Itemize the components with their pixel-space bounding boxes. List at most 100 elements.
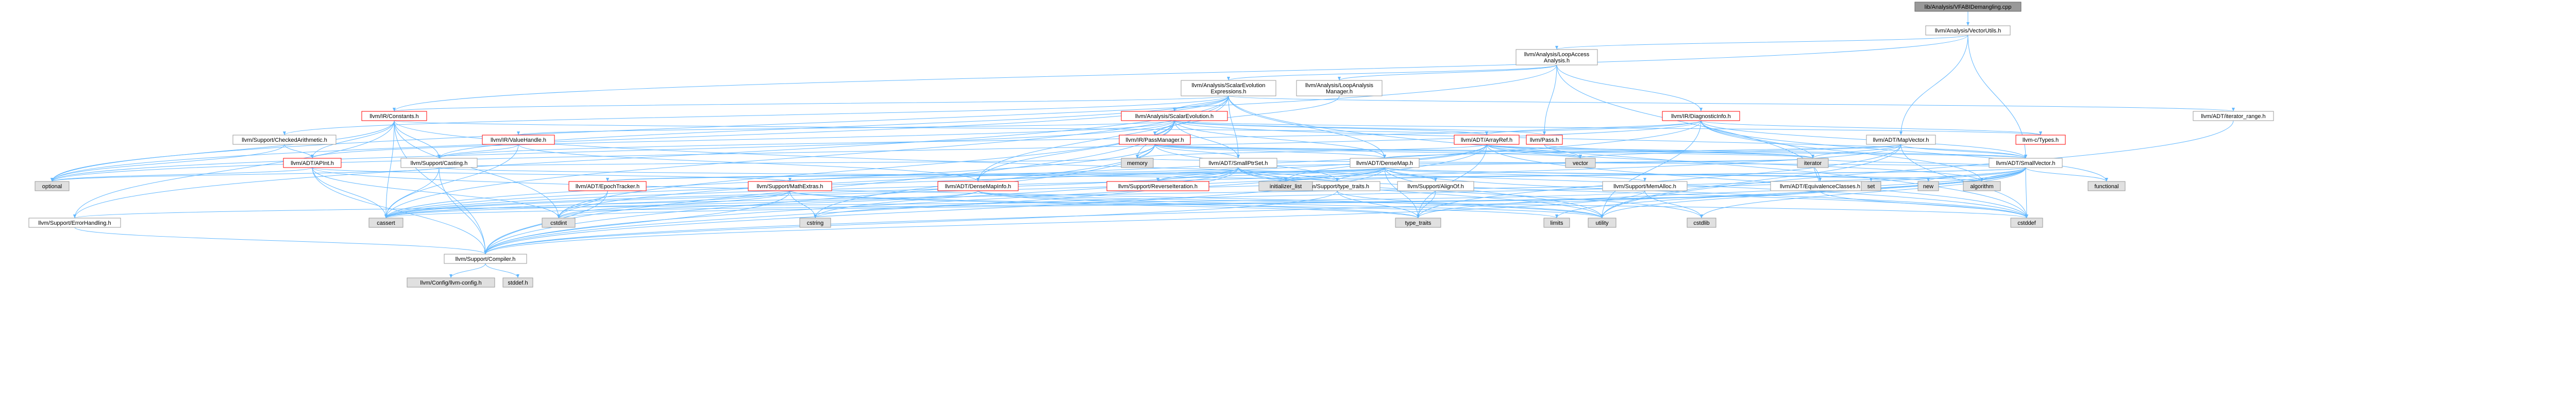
node-constants[interactable]: llvm/IR/Constants.h — [361, 111, 427, 121]
node-set: set — [1861, 181, 1881, 191]
edge-errorhandling-to-compiler — [74, 227, 486, 255]
node-eqclasses[interactable]: llvm/ADT/EquivalenceClasses.h — [1770, 181, 1870, 191]
node-cassert: cassert — [368, 218, 403, 228]
node-typetraitsstd: type_traits — [1395, 218, 1441, 228]
edge-arrowhead-scevexp-to-checkedarith — [283, 131, 286, 135]
edge-smallvector-to-limits — [1556, 167, 2026, 219]
node-label: llvm/Support/ErrorHandling.h — [38, 220, 111, 226]
node-smallvector[interactable]: llvm/ADT/SmallVector.h — [1989, 158, 2063, 168]
node-scev[interactable]: llvm/Analysis/ScalarEvolution.h — [1121, 111, 1228, 121]
node-label: llvm/Support/ReverseIteration.h — [1118, 184, 1198, 190]
edge-arrowhead-smallvector-to-initlist — [1284, 178, 1287, 181]
edge-scevexp-to-errorhandling — [74, 95, 1229, 219]
node-label: llvm/Analysis/ScalarEvolution — [1191, 82, 1265, 89]
node-label: llvm/ADT/ArrayRef.h — [1461, 137, 1512, 143]
edge-arrayref-to-cstddef — [1486, 144, 2027, 219]
node-ctypes[interactable]: llvm-c/Types.h — [2015, 135, 2066, 145]
edge-smallptrset-to-initlist — [1238, 167, 1286, 182]
edge-diaginfo-to-casting — [439, 120, 1702, 159]
node-vecutils[interactable]: llvm/Analysis/VectorUtils.h — [1925, 25, 2011, 36]
node-compiler[interactable]: llvm/Support/Compiler.h — [444, 254, 527, 264]
node-diaginfo[interactable]: llvm/IR/DiagnosticInfo.h — [1662, 111, 1740, 121]
node-algorithm: algorithm — [1963, 181, 2001, 191]
node-box — [1121, 158, 1154, 168]
edge-eqclasses-to-cstddef — [1820, 190, 2027, 219]
node-box — [361, 111, 427, 121]
node-box — [1602, 181, 1688, 191]
node-typetraits[interactable]: llvm/Support/type_traits.h — [1294, 181, 1380, 191]
node-layer: lib/Analysis/VFABIDemangling.cpp llvm/Ana… — [28, 2, 2274, 288]
edge-arrowhead-compiler-to-stddef — [516, 274, 519, 278]
node-reverseiter[interactable]: llvm/Support/ReverseIteration.h — [1106, 181, 1209, 191]
node-label: initializer_list — [1270, 184, 1302, 190]
edge-loopaccess-to-pass — [1544, 64, 1557, 136]
edge-scev-to-arrayref — [1174, 120, 1487, 136]
edge-mathextras-to-compiler — [485, 190, 790, 255]
node-mathextras[interactable]: llvm/Support/MathExtras.h — [748, 181, 832, 191]
node-label: llvm/Support/type_traits.h — [1305, 184, 1369, 190]
node-passmgr[interactable]: llvm/IR/PassManager.h — [1119, 135, 1191, 145]
node-label: cstdlib — [1693, 220, 1709, 226]
node-root: lib/Analysis/VFABIDemangling.cpp — [1914, 2, 2022, 12]
edge-diaginfo-to-smallvector — [1701, 120, 2026, 159]
node-apint[interactable]: llvm/ADT/APInt.h — [283, 158, 342, 168]
node-densemap[interactable]: llvm/ADT/DenseMap.h — [1350, 158, 1420, 168]
node-alignof[interactable]: llvm/Support/AlignOf.h — [1397, 181, 1474, 191]
edge-arrowhead-densemap-to-densemapinfo — [976, 178, 980, 181]
node-arrayref[interactable]: llvm/ADT/ArrayRef.h — [1454, 135, 1520, 145]
node-label: cassert — [377, 220, 395, 226]
node-errorhandling[interactable]: llvm/Support/ErrorHandling.h — [28, 218, 121, 228]
edge-casting-to-memory — [439, 158, 1138, 168]
node-box — [232, 135, 336, 145]
edge-arrayref-to-memory — [1137, 144, 1487, 159]
edge-smallptrset-to-cstdlib — [1238, 167, 1702, 219]
node-mapvector[interactable]: llvm/ADT/MapVector.h — [1866, 135, 1936, 145]
node-casting[interactable]: llvm/Support/Casting.h — [400, 158, 478, 168]
edge-constants-to-compiler — [394, 120, 486, 255]
edge-mathextras-to-limits — [789, 190, 1557, 219]
edge-casting-to-cassert — [385, 167, 440, 219]
edge-diaginfo-to-utility — [1602, 120, 1702, 219]
node-checkedarith[interactable]: llvm/Support/CheckedArithmetic.h — [232, 135, 336, 145]
edge-memalloc-to-errorhandling — [74, 190, 1645, 219]
node-box — [1121, 111, 1228, 121]
node-box — [35, 181, 70, 191]
node-label: iterator — [1804, 160, 1822, 167]
edge-mapvector-to-densemap — [1384, 144, 1901, 159]
node-box — [1925, 25, 2011, 36]
node-box — [1963, 181, 2001, 191]
edge-smallvector-to-new — [1928, 167, 2026, 182]
node-label: llvm/IR/Constants.h — [369, 113, 418, 120]
node-label: algorithm — [1970, 184, 1993, 190]
edge-smallvector-to-cstddef — [2025, 167, 2027, 219]
node-scevexp[interactable]: llvm/Analysis/ScalarEvolutionExpressions… — [1181, 80, 1276, 96]
node-densemapinfo[interactable]: llvm/ADT/DenseMapInfo.h — [937, 181, 1019, 191]
node-memalloc[interactable]: llvm/Support/MemAlloc.h — [1602, 181, 1688, 191]
node-box — [2015, 135, 2066, 145]
node-box — [2193, 111, 2274, 121]
node-box — [2010, 218, 2043, 228]
edge-layer — [50, 11, 2235, 278]
node-label: Manager.h — [1326, 89, 1353, 95]
edge-densemap-to-mathextras — [789, 167, 1385, 182]
node-valuehandle[interactable]: llvm/IR/ValueHandle.h — [482, 135, 555, 145]
node-iterrange[interactable]: llvm/ADT/iterator_range.h — [2193, 111, 2274, 121]
edge-apint-to-utility — [312, 167, 1603, 219]
edge-apint-to-cstdint — [312, 167, 559, 219]
edge-densemap-to-initlist — [1285, 167, 1385, 182]
edge-arrayref-to-smallvector — [1486, 144, 2026, 159]
node-cstddef: cstddef — [2010, 218, 2043, 228]
node-label: llvm/ADT/SmallPtrSet.h — [1209, 160, 1268, 167]
node-pass[interactable]: llvm/Pass.h — [1526, 135, 1563, 145]
node-box — [1258, 181, 1313, 191]
edge-arrowhead-mapvector-to-densemap — [1383, 155, 1386, 158]
node-label: stddef.h — [508, 280, 528, 286]
edge-scev-to-densemapinfo — [978, 120, 1175, 182]
node-box — [400, 158, 478, 168]
node-epochtracker[interactable]: llvm/ADT/EpochTracker.h — [568, 181, 647, 191]
node-smallptrset[interactable]: llvm/ADT/SmallPtrSet.h — [1199, 158, 1277, 168]
edge-densemap-to-typetraits — [1337, 167, 1385, 182]
node-label: new — [1923, 184, 1933, 190]
